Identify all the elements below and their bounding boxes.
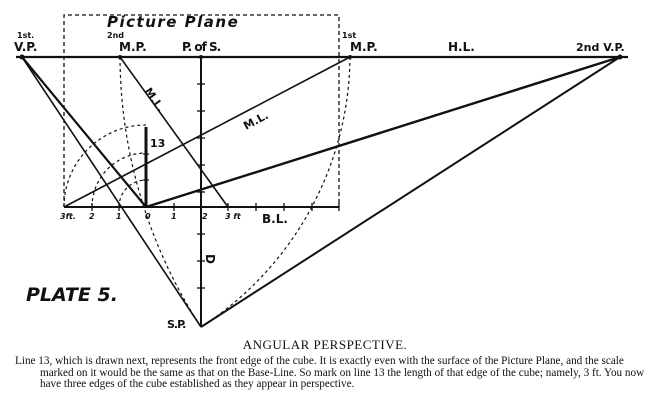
- station-point-label: S.P.: [167, 318, 186, 331]
- svg-text:1: 1: [171, 212, 177, 221]
- plate-label: PLATE 5.: [26, 284, 118, 306]
- point-of-sight-label: P. of S.: [182, 40, 221, 54]
- horizon-line-label: H.L.: [448, 40, 475, 54]
- vp1-prefix: 1st.: [17, 31, 34, 40]
- vp1-label: V.P.: [14, 40, 37, 54]
- svg-text:2: 2: [89, 212, 95, 221]
- caption-title: ANGULAR PERSPECTIVE.: [242, 337, 408, 352]
- scale-labels: 3ft. 2 1 0 1 2 3 ft: [60, 212, 242, 221]
- mp1-prefix: 1st: [342, 31, 356, 40]
- vp2-to-corner: [145, 55, 621, 209]
- measuring-line-2: [119, 56, 229, 208]
- measuring-line-1: [63, 56, 351, 208]
- base-line-label: B.L.: [262, 212, 288, 226]
- caption-text: Line 13, which is drawn next, represents…: [15, 355, 645, 390]
- vp1-to-corner: [21, 56, 147, 208]
- measuring-line-2-label: M.L.: [142, 85, 168, 114]
- svg-text:2: 2: [202, 212, 208, 221]
- vp1-to-sp: [21, 56, 202, 328]
- svg-text:0: 0: [145, 212, 151, 221]
- mp2-prefix: 2nd: [107, 31, 124, 40]
- svg-text:3 ft: 3 ft: [225, 212, 242, 221]
- svg-text:3ft.: 3ft.: [60, 212, 76, 221]
- picture-plane-frame: [63, 14, 340, 207]
- mp1-label: M.P.: [350, 40, 378, 54]
- vp2-label: 2nd V.P.: [576, 41, 625, 54]
- measuring-arcs: [63, 56, 351, 328]
- picture-plane-label: Picture Plane: [107, 13, 239, 31]
- line-13-label: 13: [150, 137, 165, 150]
- d-label: D: [203, 254, 217, 264]
- mp2-label: M.P.: [119, 40, 147, 54]
- vp2-to-sp: [200, 56, 621, 328]
- svg-text:1: 1: [116, 212, 122, 221]
